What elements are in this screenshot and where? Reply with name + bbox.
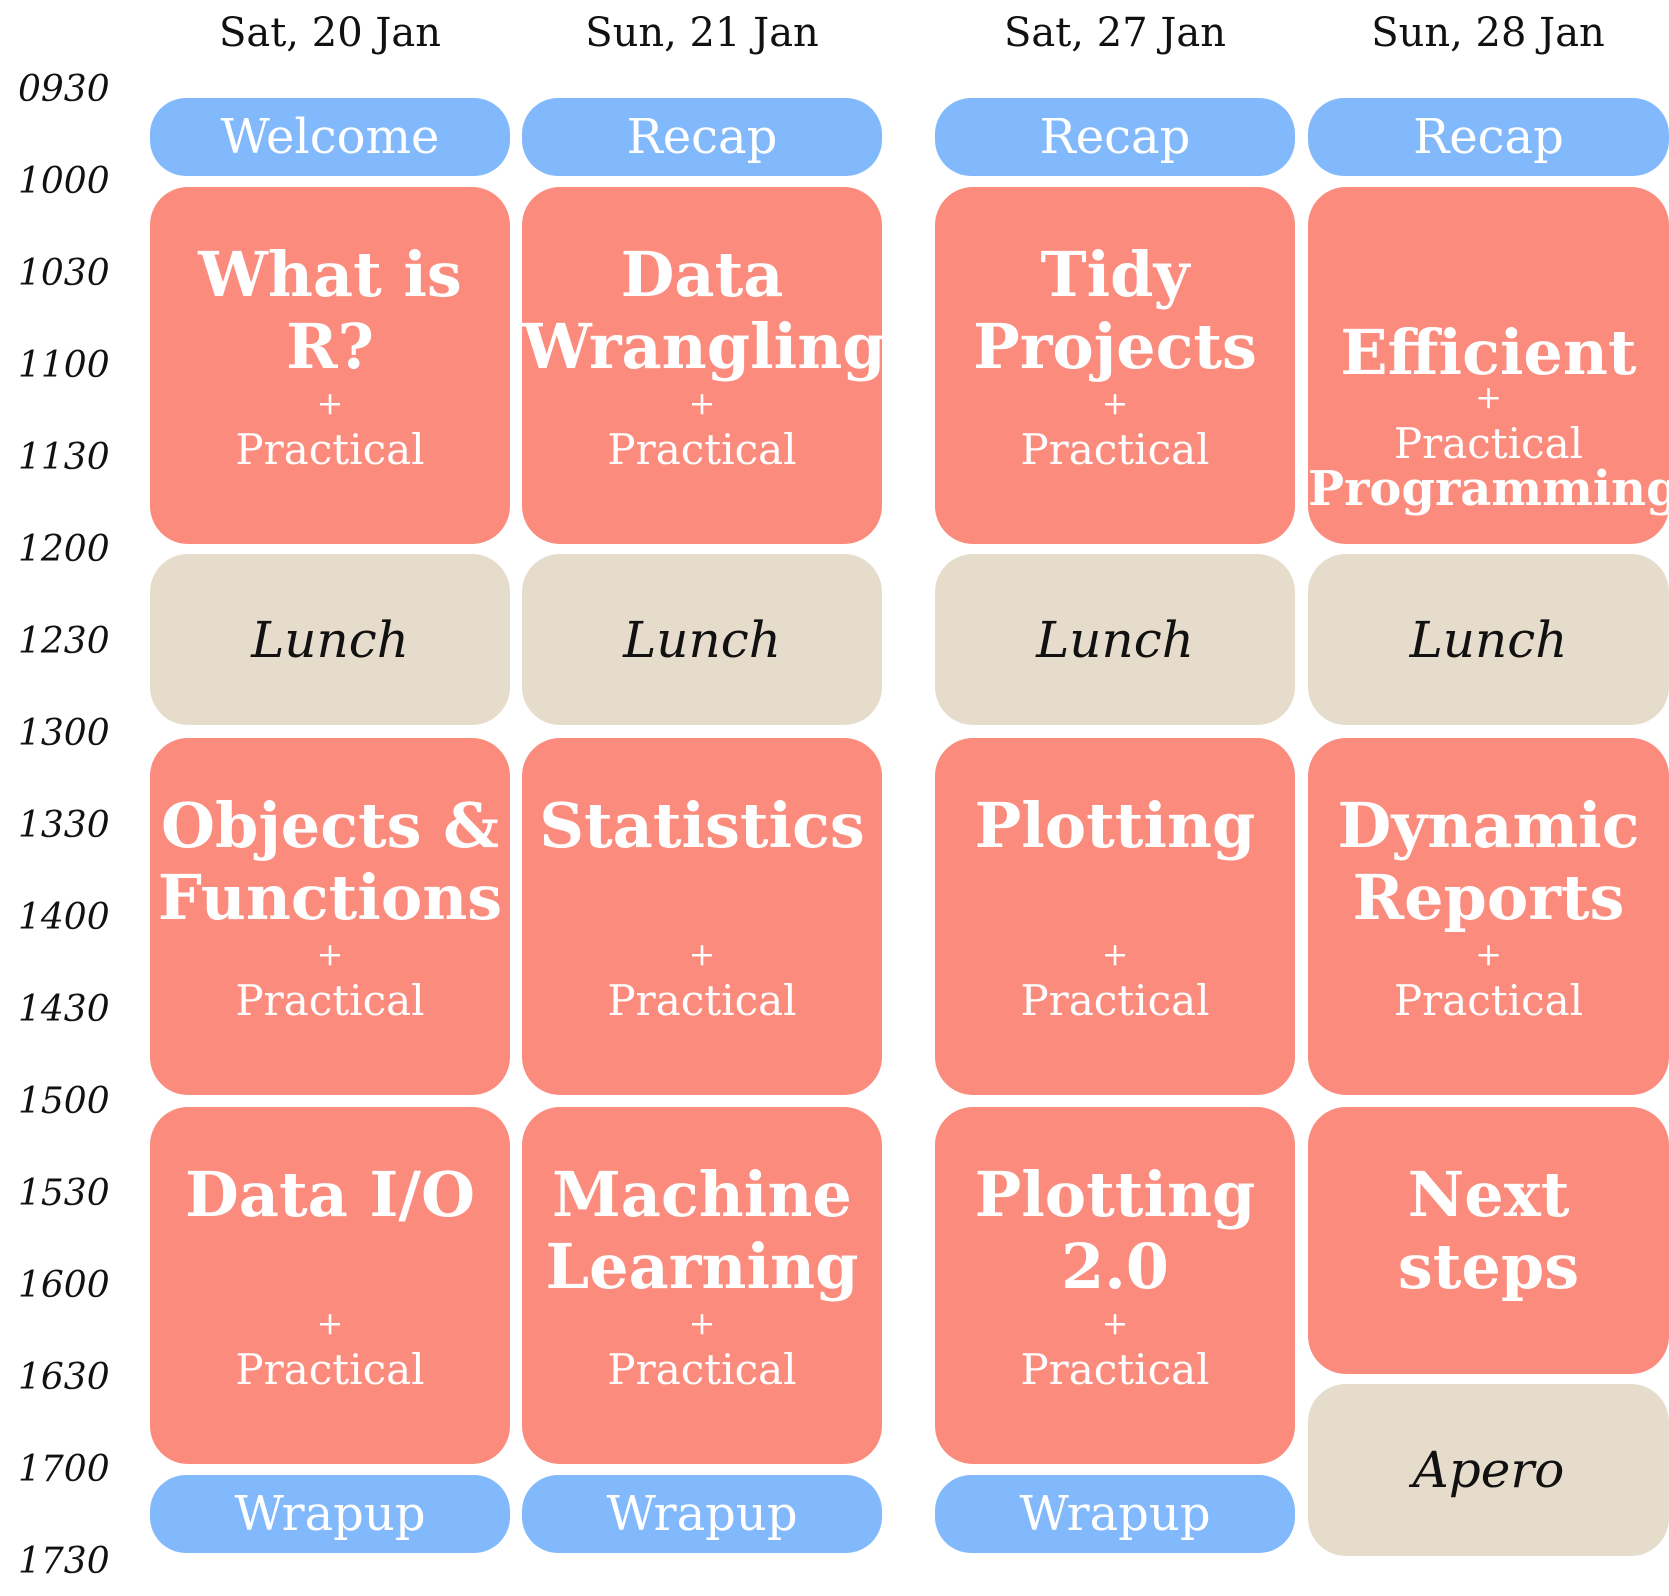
session-data-io: Data I/O + Practical [150,1107,510,1464]
practical-label: Practical [607,976,797,1025]
plus-sign: + [1475,378,1502,416]
welcome-block: Welcome [150,98,510,176]
time-label: 1330 [18,805,110,846]
practical-label: Practical [1020,976,1210,1025]
lunch-block: Lunch [522,554,882,725]
time-label: 1600 [18,1265,110,1306]
session-title: Next steps [1397,1158,1580,1303]
plus-sign: + [1101,1304,1129,1342]
day-header-sun-21: Sun, 21 Jan [585,10,819,56]
session-next-steps: Next steps [1308,1107,1669,1374]
session-data-wrangling: Data Wrangling + Practical [522,187,882,544]
plus-sign: + [316,935,344,973]
practical-label: Practical [235,1345,425,1394]
session-what-is-r: What is R? + Practical [150,187,510,544]
session-title: Objects & Functions [157,789,503,934]
day-header-sat-20: Sat, 20 Jan [218,10,441,56]
session-statistics: Statistics + Practical [522,738,882,1095]
practical-label: Practical [235,976,425,1025]
practical-label: Practical [1020,1345,1210,1394]
recap-block: Recap [1308,98,1669,176]
time-label: 1400 [18,897,110,938]
session-tidy-projects: Tidy Projects + Practical [935,187,1295,544]
session-plotting-2: Plotting 2.0 + Practical [935,1107,1295,1464]
time-label: 1500 [18,1081,110,1122]
wrapup-block: Wrapup [150,1475,510,1553]
session-plotting: Plotting + Practical [935,738,1295,1095]
practical-label: Practical [607,1345,797,1394]
practical-label: Practical [607,425,797,474]
time-label: 1730 [18,1541,110,1582]
recap-block: Recap [522,98,882,176]
lunch-block: Lunch [935,554,1295,725]
session-title: Plotting [974,789,1256,862]
session-title: Data Wrangling [522,238,882,383]
practical-label: Practical [1393,419,1584,468]
session-title: Efficient Programming [1308,245,1669,544]
apero-block: Apero [1308,1384,1669,1556]
session-dynamic-reports: Dynamic Reports + Practical [1308,738,1669,1095]
plus-sign: + [688,1304,716,1342]
time-label: 1630 [18,1357,110,1398]
session-title-line-1: Efficient [1340,316,1637,389]
plus-sign: + [1101,384,1129,422]
time-label: 1000 [18,161,110,202]
time-label: 1300 [18,713,110,754]
time-label: 1430 [18,989,110,1030]
plus-sign: + [688,384,716,422]
lunch-block: Lunch [1308,554,1669,725]
time-label: 1700 [18,1449,110,1490]
session-objects-functions: Objects & Functions + Practical [150,738,510,1095]
wrapup-block: Wrapup [935,1475,1295,1553]
plus-sign: + [316,384,344,422]
time-label: 1130 [18,437,110,478]
plus-sign: + [1101,935,1129,973]
practical-label: Practical [235,425,425,474]
plus-sign: + [1475,935,1502,973]
plus-sign: + [688,935,716,973]
session-machine-learning: Machine Learning + Practical [522,1107,882,1464]
session-title: Tidy Projects [973,238,1257,383]
recap-block: Recap [935,98,1295,176]
day-header-sun-28: Sun, 28 Jan [1371,10,1605,56]
practical-label: Practical [1393,976,1584,1025]
time-label: 1230 [18,621,110,662]
session-title: Plotting 2.0 [974,1158,1256,1303]
time-label: 1200 [18,529,110,570]
practical-label: Practical [1020,425,1210,474]
session-title: Dynamic Reports [1337,789,1640,934]
session-title: Machine Learning [545,1158,859,1303]
session-title: Statistics [539,789,865,862]
session-title-line-2: Programming [1308,461,1669,517]
time-label: 1030 [18,253,110,294]
plus-sign: + [316,1304,344,1342]
time-label: 1530 [18,1173,110,1214]
lunch-block: Lunch [150,554,510,725]
session-efficient-programming: Efficient Programming + Practical [1308,187,1669,544]
time-label: 1100 [18,345,110,386]
session-title: Data I/O [185,1158,475,1231]
wrapup-block: Wrapup [522,1475,882,1553]
time-label: 0930 [18,69,110,110]
session-title: What is R? [198,238,462,383]
day-header-sat-27: Sat, 27 Jan [1003,10,1226,56]
